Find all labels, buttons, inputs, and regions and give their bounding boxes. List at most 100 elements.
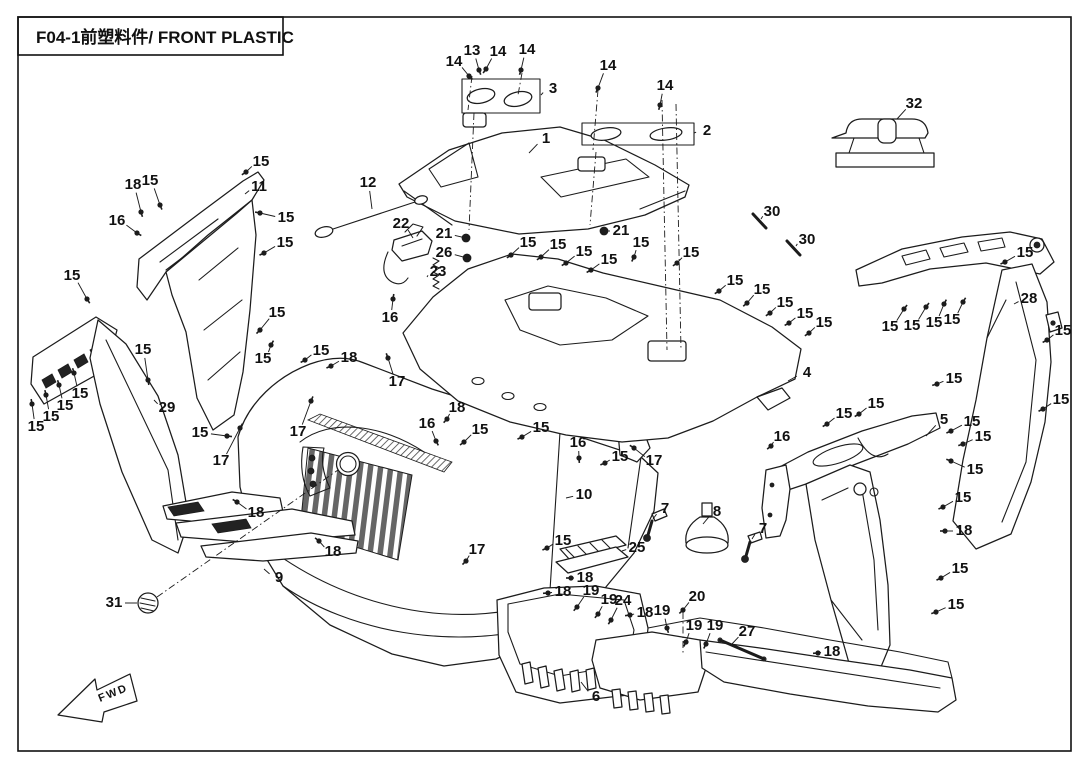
screw-icon-tail	[314, 537, 320, 542]
screw-icon-tail	[232, 498, 238, 503]
callout-number: 14	[657, 77, 674, 94]
callout-15: 15	[459, 421, 488, 446]
latch-bracket-22	[383, 223, 433, 285]
leader-line	[580, 681, 589, 692]
callout-22: 22	[393, 215, 414, 239]
callout-number: 15	[57, 397, 74, 414]
callout-15: 15	[926, 299, 948, 331]
leader-line	[426, 275, 429, 278]
callout-19: 19	[703, 617, 723, 649]
screw-icon-tail	[672, 262, 678, 267]
callout-16: 16	[570, 434, 586, 464]
callout-15: 15	[936, 560, 968, 581]
screw-icon-tail	[903, 304, 908, 310]
screw-icon-tail	[159, 204, 163, 210]
callout-number: 15	[278, 209, 295, 226]
bracket-7a	[643, 508, 668, 542]
leader-line	[210, 433, 228, 437]
callout-number: 15	[72, 385, 89, 402]
callout-15: 15	[255, 340, 275, 367]
callout-15: 15	[241, 153, 269, 176]
callout-number: 18	[248, 504, 265, 521]
callout-10: 10	[565, 486, 592, 503]
screw-icon-tail	[678, 609, 684, 614]
callout-15: 15	[938, 489, 971, 510]
callout-12: 12	[360, 174, 376, 210]
callout-number: 14	[519, 41, 536, 58]
screw-icon-tail	[600, 462, 606, 466]
callout-number: 5	[940, 411, 948, 428]
callout-number: 7	[661, 500, 669, 517]
callout-number: 31	[106, 594, 123, 611]
callout-number: 17	[646, 452, 663, 469]
callout-18: 18	[232, 498, 265, 521]
callout-number: 16	[382, 309, 399, 326]
callout-number: 1	[542, 130, 550, 147]
leader-line	[77, 282, 88, 300]
callout-32: 32	[896, 95, 922, 120]
left-fender-29	[30, 316, 190, 554]
screw-icon-tail	[586, 269, 592, 274]
screw-icon-tail	[925, 302, 930, 308]
hood-panel	[398, 112, 690, 235]
screw-icon-tail	[854, 413, 860, 418]
callout-15: 15	[742, 281, 770, 307]
callout-number: 17	[213, 452, 230, 469]
screw-icon-tail	[482, 68, 487, 74]
screw-icon-tail	[30, 398, 33, 405]
callout-number: 14	[490, 43, 507, 60]
callout-15: 15	[882, 304, 908, 335]
right-fender-28	[855, 231, 1063, 550]
leader-line	[387, 357, 394, 375]
callout-26: 26	[436, 244, 472, 263]
callout-number: 4	[803, 364, 812, 381]
callout-31: 31	[106, 594, 137, 611]
screw-icon-tail	[71, 367, 75, 374]
callout-number: 21	[436, 225, 453, 242]
screw-icon-tail	[573, 606, 578, 612]
callout-number: 14	[600, 57, 617, 74]
callout-30: 30	[795, 231, 815, 248]
callout-number: 15	[948, 596, 965, 613]
screw-icon-tail	[435, 440, 440, 446]
callout-number: 15	[520, 234, 537, 251]
callout-number: 15	[277, 234, 294, 251]
callout-number: 15	[797, 305, 814, 322]
callout-18: 18	[940, 522, 972, 539]
callout-number: 15	[601, 251, 618, 268]
leader-line	[730, 636, 739, 646]
callout-number: 14	[446, 53, 463, 70]
callout-15: 15	[561, 243, 592, 267]
callout-15: 15	[142, 172, 163, 210]
screw-icon-tail	[683, 641, 687, 647]
callout-17: 17	[385, 353, 405, 390]
screw-icon-tail	[140, 211, 144, 218]
callout-number: 29	[159, 399, 176, 416]
callout-number: 17	[469, 541, 486, 558]
callout-number: 19	[654, 602, 671, 619]
callout-15: 15	[135, 341, 151, 386]
callout-15: 15	[784, 305, 814, 327]
screw-icon-tail	[300, 359, 306, 364]
callout-15: 15	[946, 458, 983, 478]
callout-15: 15	[1000, 244, 1033, 265]
screw-icon-tail	[804, 332, 810, 337]
callout-number: 21	[613, 222, 630, 239]
callout-9: 9	[263, 568, 283, 586]
screw-icon-tail	[478, 69, 482, 75]
callout-15: 15	[1042, 322, 1071, 344]
callout-number: 18	[555, 583, 572, 600]
hood-latch-kit-3	[461, 78, 541, 114]
callout-25: 25	[621, 539, 645, 556]
construction-lines	[467, 72, 684, 655]
callout-number: 17	[389, 373, 406, 390]
callout-14: 14	[595, 57, 617, 93]
callout-number: 17	[290, 423, 307, 440]
callout-13: 13	[464, 42, 482, 75]
callout-17: 17	[213, 423, 244, 469]
leader-line	[301, 400, 312, 425]
callout-15: 15	[946, 413, 980, 434]
callout-18: 18	[542, 583, 572, 600]
callout-4: 4	[787, 364, 812, 382]
screw-icon-tail	[931, 611, 937, 615]
